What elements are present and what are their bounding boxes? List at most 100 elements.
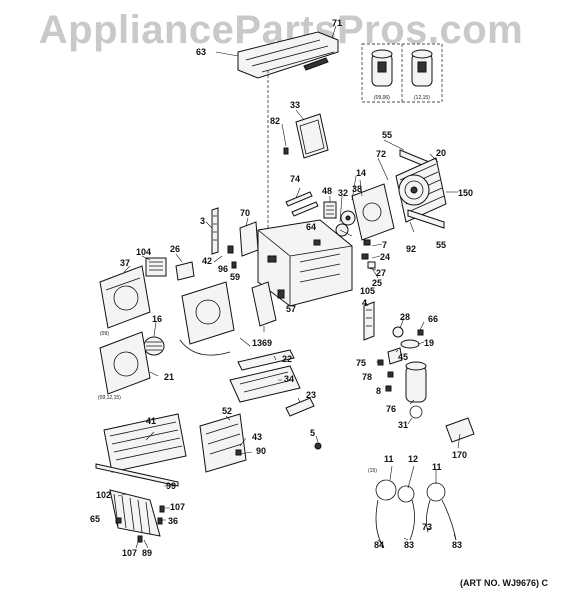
callout[interactable]: 71 (332, 18, 342, 28)
callout[interactable]: 19 (424, 338, 434, 348)
callout[interactable]: 90 (256, 446, 266, 456)
part-64[interactable] (335, 223, 349, 237)
callout[interactable]: 7 (382, 240, 387, 250)
callout[interactable]: 64 (306, 222, 316, 232)
callout[interactable]: 72 (376, 149, 386, 159)
callout[interactable]: 24 (380, 252, 390, 262)
callout[interactable]: 43 (252, 432, 262, 442)
callout[interactable]: 74 (290, 174, 300, 184)
callout[interactable]: 36 (168, 516, 178, 526)
callout[interactable]: 48 (322, 186, 332, 196)
callout[interactable]: 3 (200, 216, 205, 226)
evaporator-102[interactable] (109, 489, 161, 537)
brackets-74[interactable] (285, 191, 319, 217)
callout[interactable]: 107 (122, 548, 137, 558)
callout[interactable]: 107 (170, 502, 185, 512)
callout[interactable]: 20 (436, 148, 446, 158)
callout[interactable]: 33 (290, 100, 300, 110)
callout[interactable]: 82 (270, 116, 280, 126)
callout[interactable]: 12 (408, 454, 418, 464)
part-34[interactable] (229, 365, 301, 403)
callout[interactable]: 52 (222, 406, 232, 416)
callout[interactable]: 42 (202, 256, 212, 266)
front-grille-09[interactable] (99, 265, 151, 329)
condenser-assembly[interactable] (395, 149, 447, 229)
callout[interactable]: 99 (166, 481, 176, 491)
callout[interactable]: 105 (360, 286, 375, 296)
power-cord-15[interactable] (375, 479, 415, 549)
callout[interactable]: 55 (436, 240, 446, 250)
callout[interactable]: 83 (452, 540, 462, 550)
part-19[interactable] (400, 339, 420, 349)
part-24[interactable] (361, 253, 369, 260)
panel-33[interactable] (295, 113, 329, 159)
callout[interactable]: 41 (146, 416, 156, 426)
callout[interactable]: 96 (218, 264, 228, 274)
chassis-base-pan[interactable] (257, 219, 353, 307)
callout[interactable]: 170 (452, 450, 467, 460)
callout[interactable]: 8 (376, 386, 381, 396)
callout[interactable]: 5 (310, 428, 315, 438)
callout[interactable]: 63 (196, 47, 206, 57)
callout[interactable]: 92 (406, 244, 416, 254)
callout[interactable]: 25 (372, 278, 382, 288)
callout[interactable]: 31 (398, 420, 408, 430)
callout[interactable]: 55 (382, 130, 392, 140)
part-26[interactable] (175, 261, 195, 281)
part-69[interactable] (251, 281, 277, 327)
callout[interactable]: 102 (96, 490, 111, 500)
callout[interactable]: 57 (286, 304, 296, 314)
callout[interactable]: 70 (240, 208, 250, 218)
front-grille-091215[interactable] (99, 331, 151, 395)
callout[interactable]: 84 (374, 540, 384, 550)
part-23[interactable] (285, 397, 315, 417)
blower-housing[interactable] (179, 281, 235, 356)
shroud-assembly[interactable] (340, 183, 395, 241)
compressor-group[interactable] (361, 43, 443, 103)
part-27[interactable] (367, 261, 376, 269)
callout[interactable]: 13 (252, 338, 262, 348)
strip-4[interactable] (363, 301, 375, 341)
callout[interactable]: 26 (170, 244, 180, 254)
callout[interactable]: 11 (384, 454, 394, 464)
callout[interactable]: 23 (306, 390, 316, 400)
callout[interactable]: 38 (352, 184, 362, 194)
top-rail-part[interactable] (237, 31, 339, 79)
blower-wheel[interactable] (143, 336, 165, 356)
part-7[interactable] (363, 239, 371, 246)
callout[interactable]: 150 (458, 188, 473, 198)
callout[interactable]: 104 (136, 247, 151, 257)
callout[interactable]: 73 (422, 522, 432, 532)
callout[interactable]: 4 (362, 298, 367, 308)
callout[interactable]: 45 (398, 352, 408, 362)
callout[interactable]: 37 (120, 258, 130, 268)
callout[interactable]: 65 (90, 514, 100, 524)
callout[interactable]: 89 (142, 548, 152, 558)
callout[interactable]: 78 (362, 372, 372, 382)
callout[interactable]: 11 (432, 462, 442, 472)
callout[interactable]: 75 (356, 358, 366, 368)
callout[interactable]: 66 (428, 314, 438, 324)
callout[interactable]: 32 (338, 188, 348, 198)
air-filter-41[interactable] (103, 413, 187, 473)
callout[interactable]: 69 (262, 338, 272, 348)
plug-170[interactable] (445, 417, 475, 443)
callout[interactable]: 34 (284, 374, 294, 384)
screw-5[interactable] (314, 442, 322, 450)
part-28[interactable] (392, 326, 404, 338)
callout[interactable]: 21 (164, 372, 174, 382)
callout[interactable]: 28 (400, 312, 410, 322)
callout[interactable]: 14 (356, 168, 366, 178)
callout[interactable]: 16 (152, 314, 162, 324)
label-104[interactable] (145, 257, 167, 277)
motor-76[interactable] (405, 361, 427, 419)
callout[interactable]: 27 (376, 268, 386, 278)
callout[interactable]: 83 (404, 540, 414, 550)
strip-99[interactable] (95, 463, 179, 487)
callout[interactable]: 76 (386, 404, 396, 414)
frame-52[interactable] (199, 413, 247, 473)
callout[interactable]: 59 (230, 272, 240, 282)
strip-3[interactable] (211, 207, 219, 255)
callout[interactable]: 22 (282, 354, 292, 364)
bracket-70[interactable] (239, 221, 259, 257)
